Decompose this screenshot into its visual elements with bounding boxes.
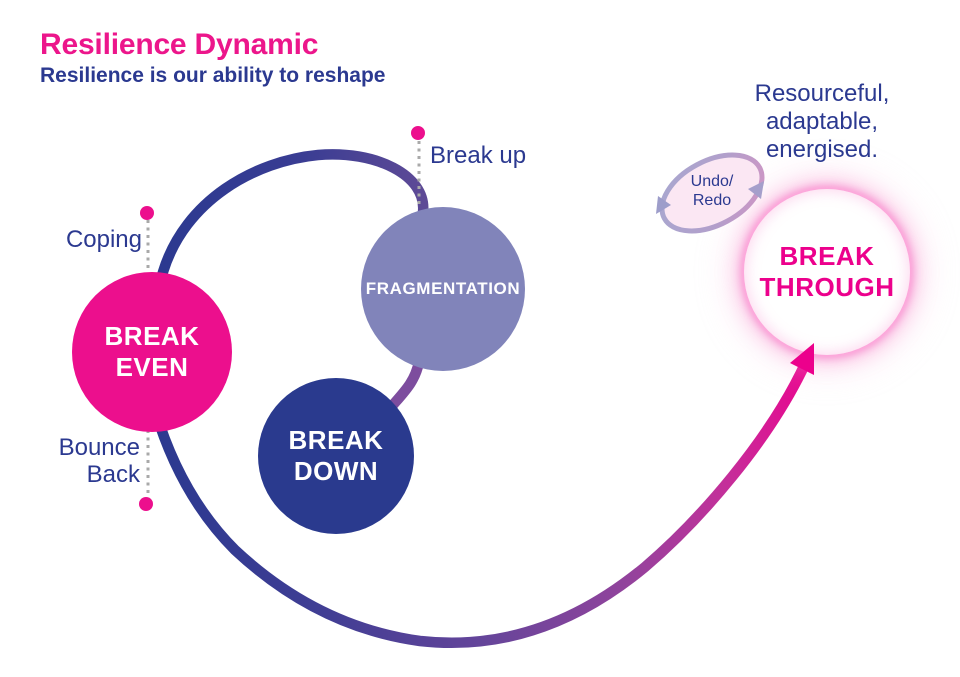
bounce-back-label: Bounce Back — [59, 434, 140, 488]
break-through-node: BREAK THROUGH — [744, 189, 910, 355]
fragmentation-node: FRAGMENTATION — [361, 207, 525, 371]
outcome-label-line1: Resourceful, — [754, 80, 890, 107]
break-even-label-line1: BREAK — [104, 321, 200, 351]
outcome-label-line3: energised. — [765, 136, 879, 163]
bounce-back-label-line1: Bounce — [58, 434, 140, 461]
bounce-back-marker-dot-icon — [139, 497, 153, 511]
coping-marker-dot-icon — [140, 206, 154, 220]
break-through-label-line2: THROUGH — [759, 272, 895, 302]
break-down-label-line1: BREAK — [288, 425, 384, 455]
outcome-label-line2: adaptable, — [765, 108, 879, 135]
page-title: Resilience Dynamic — [40, 28, 319, 61]
break-through-label-line1: BREAK — [779, 241, 875, 271]
break-up-marker-dot-icon — [411, 126, 425, 140]
break-even-label-line2: EVEN — [115, 352, 189, 382]
page-subtitle: Resilience is our ability to reshape — [40, 64, 386, 87]
break-down-node: BREAK DOWN — [258, 378, 414, 534]
break-up-label: Break up — [430, 142, 527, 169]
undo-redo-label-line2: Redo — [692, 192, 732, 209]
spiral-swoosh-lower — [149, 356, 812, 649]
undo-redo-label-line1: Undo/ — [690, 173, 734, 190]
outcome-label: Resourceful, adaptable, energised. — [712, 80, 932, 164]
break-down-label-line2: DOWN — [293, 456, 379, 486]
fragmentation-label: FRAGMENTATION — [365, 279, 521, 298]
break-even-node: BREAK EVEN — [72, 272, 232, 432]
bounce-back-label-line2: Back — [86, 461, 140, 488]
undo-redo-label: Undo/ Redo — [662, 172, 762, 210]
coping-label: Coping — [65, 226, 142, 253]
